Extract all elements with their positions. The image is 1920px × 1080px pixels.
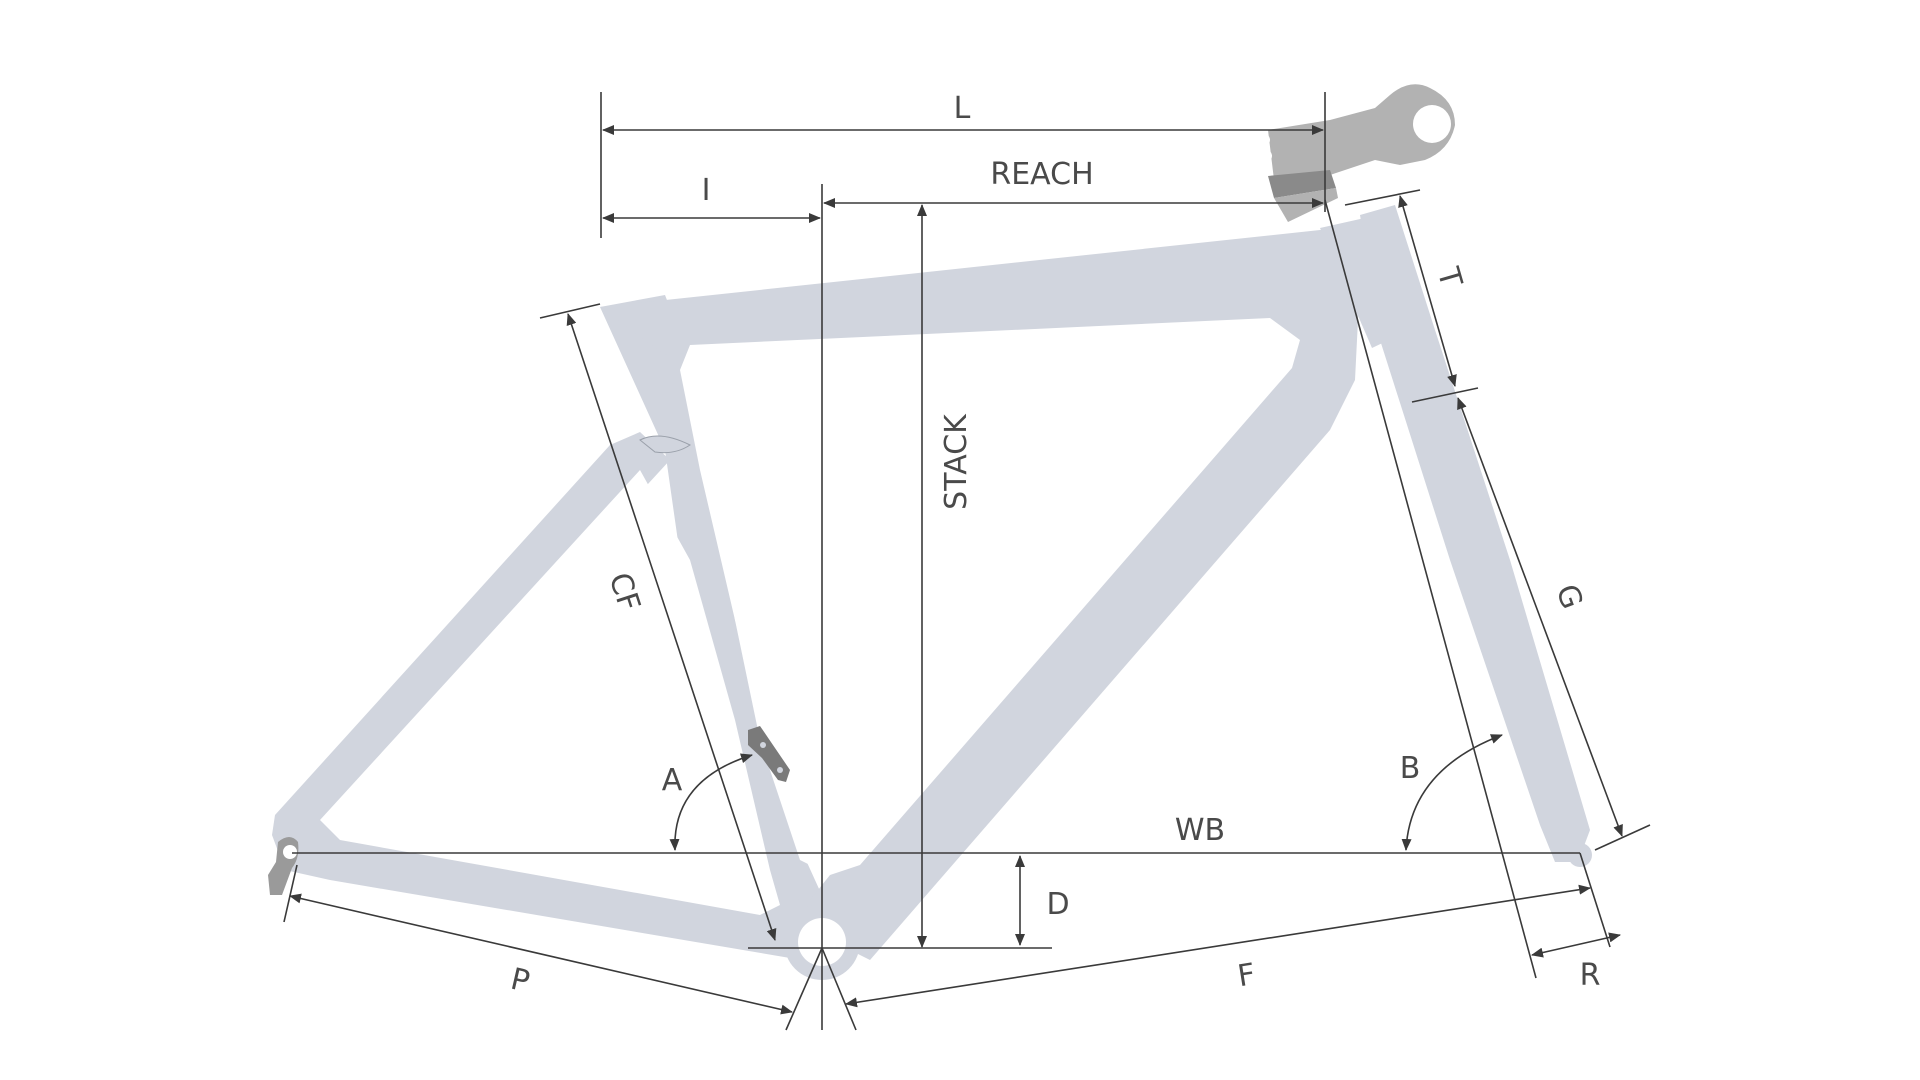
label-I: I — [702, 173, 711, 208]
P-left-tick — [283, 864, 298, 923]
label-B: B — [1400, 751, 1421, 786]
label-P: P — [507, 962, 533, 1000]
label-T: T — [1430, 263, 1469, 292]
dimension-lines — [283, 92, 1651, 1031]
bike-frame — [268, 205, 1592, 980]
front-triangle-opening — [680, 318, 1300, 875]
P-right-tick — [785, 947, 823, 1031]
down-tube — [810, 280, 1360, 960]
label-D: D — [1046, 887, 1069, 922]
T-top-tick — [1344, 189, 1421, 206]
label-L: L — [954, 91, 971, 126]
label-G: G — [1549, 580, 1590, 614]
P-dimension — [289, 893, 793, 1015]
G-dimension — [1457, 397, 1623, 837]
label-stack: STACK — [939, 413, 974, 510]
fork — [1360, 205, 1590, 862]
rear-dropout — [268, 837, 299, 895]
label-R: R — [1580, 958, 1601, 993]
label-F: F — [1235, 957, 1258, 994]
headset-spacer — [1268, 170, 1336, 198]
B-angle-arc — [1401, 734, 1503, 851]
dimension-labels: L I REACH STACK T G CF A B WB D P F R — [507, 91, 1600, 1000]
CF-top-tick — [539, 303, 601, 319]
label-WB: WB — [1175, 813, 1225, 848]
F-right-tick — [1579, 852, 1611, 948]
R-dimension — [1531, 932, 1621, 958]
stem — [1258, 84, 1455, 222]
handlebar-clamp-hole — [1413, 105, 1451, 143]
label-reach: REACH — [990, 157, 1093, 192]
label-A: A — [662, 763, 683, 798]
F-left-tick — [821, 947, 857, 1031]
F-dimension — [845, 884, 1591, 1008]
T-bottom-tick — [1411, 387, 1479, 403]
G-bottom-tick — [1594, 824, 1651, 851]
T-dimension — [1398, 195, 1457, 387]
A-angle-arc — [669, 753, 753, 851]
